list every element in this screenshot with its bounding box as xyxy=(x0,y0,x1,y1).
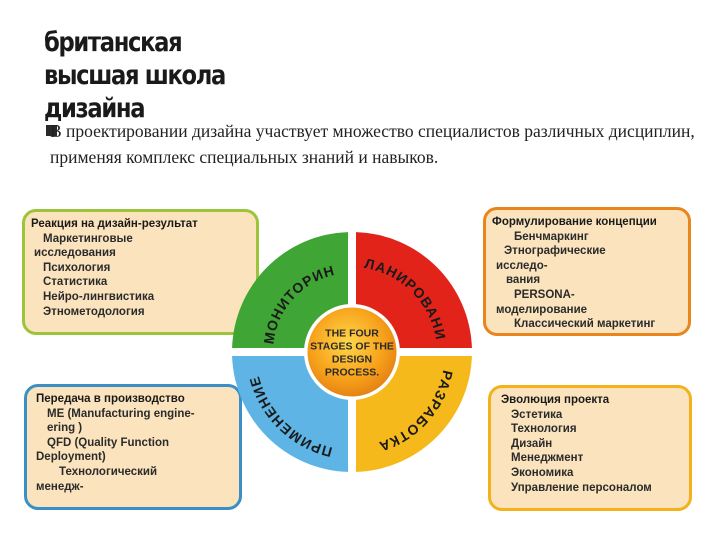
concept-item: вания xyxy=(506,274,541,287)
reaction-item: Статистика xyxy=(43,276,108,289)
concept-item: моделирование xyxy=(496,303,588,316)
evolution-item: Эстетика xyxy=(511,408,563,421)
transfer-item: ering ) xyxy=(47,422,83,435)
reaction-item: Этнометодология xyxy=(43,305,145,318)
logo-line-2: высшая школа xyxy=(44,60,226,91)
center-circle xyxy=(304,304,400,400)
transfer-item: QFD (Quality Function xyxy=(47,436,170,449)
transfer-item: Deployment) xyxy=(36,451,106,464)
evolution-item: Менеджмент xyxy=(511,452,584,465)
evolution-box: Эволюция проекта Эстетика Технология Диз… xyxy=(488,385,692,511)
evolution-item: Технология xyxy=(511,423,577,436)
concept-box: Формулирование концепции Бенчмаркинг Этн… xyxy=(483,207,691,336)
concept-item: исследо- xyxy=(496,259,548,272)
design-cycle-diagram: МОНИТОРИНГПЛАНИРОВАНИЕРАЗРАБОТКАПРИМЕНЕН… xyxy=(222,222,472,472)
reaction-title: Реакция на дизайн-результат xyxy=(31,218,198,230)
transfer-item: менедж- xyxy=(36,480,84,493)
concept-item: Бенчмаркинг xyxy=(514,230,589,243)
reaction-box: Реакция на дизайн-результат Маркетинговы… xyxy=(22,209,259,335)
evolution-item: Управление персоналом xyxy=(511,481,652,494)
concept-title: Формулирование концепции xyxy=(492,216,657,228)
center-label-line: PROCESS. xyxy=(325,367,379,379)
reaction-item: Нейро-лингвистика xyxy=(43,290,155,303)
segment-monitoring xyxy=(232,232,349,349)
reaction-item: исследования xyxy=(34,247,116,260)
transfer-item: Технологический xyxy=(59,465,158,478)
bullet-marker xyxy=(46,125,57,136)
intro-text: В проектировании дизайна участвует множе… xyxy=(50,121,695,167)
transfer-title: Передача в производство xyxy=(36,393,185,405)
evolution-item: Дизайн xyxy=(511,437,553,450)
school-logo: британская высшая школа дизайна xyxy=(44,26,244,125)
reaction-item: Психология xyxy=(43,261,111,274)
evolution-title: Эволюция проекта xyxy=(501,394,610,406)
transfer-box: Передача в производство ME (Manufacturin… xyxy=(24,384,242,510)
evolution-item: Экономика xyxy=(511,466,574,479)
concept-item: Этнографические xyxy=(504,245,606,258)
reaction-item: Маркетинговые xyxy=(43,232,133,245)
segment-planning xyxy=(355,232,472,349)
logo-line-1: британская xyxy=(44,27,183,58)
center-label-line: STAGES OF THE xyxy=(310,341,394,353)
transfer-item: ME (Manufacturing engine- xyxy=(47,407,195,420)
segment-application xyxy=(232,355,349,472)
center-label-line: THE FOUR xyxy=(325,328,379,340)
concept-item: PERSONA- xyxy=(514,288,575,301)
center-label-line: DESIGN xyxy=(332,354,372,366)
logo-line-3: дизайна xyxy=(44,93,146,124)
segment-development xyxy=(355,355,472,472)
concept-item: Классический маркетинг xyxy=(514,318,656,331)
